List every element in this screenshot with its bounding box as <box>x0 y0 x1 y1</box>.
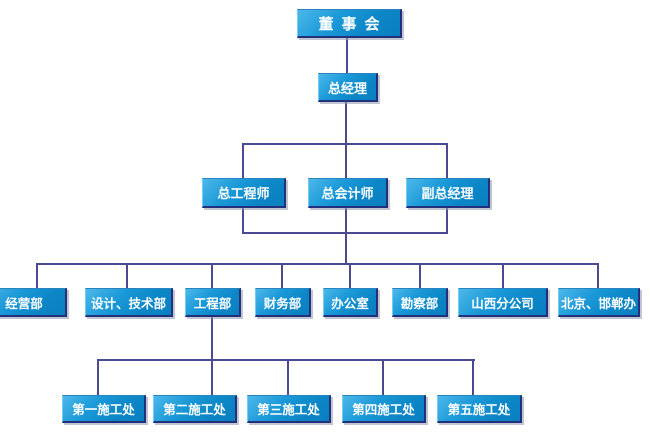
connector-l4-stub-survey <box>419 263 421 291</box>
connector-l5-stub-div5 <box>472 359 474 397</box>
connector-l4-bus <box>36 263 599 265</box>
org-node-board-of-directors: 董事会 <box>297 9 402 38</box>
org-node-construction-division-4: 第四施工处 <box>342 395 426 423</box>
org-node-survey-dept: 勘察部 <box>392 288 448 317</box>
connector-center-drop <box>345 208 347 265</box>
org-node-operations-dept: 经营部 <box>0 288 67 317</box>
org-node-chief-engineer: 总工程师 <box>202 178 286 208</box>
connector-board-to-gm <box>346 38 348 74</box>
connector-l3-stub-chief-accountant <box>345 143 347 180</box>
connector-l4-stub-beijing-handan <box>597 263 599 291</box>
org-node-design-tech-dept: 设计、技术部 <box>85 288 173 317</box>
connector-l3-stub-chief-engineer <box>242 143 244 180</box>
connector-l5-bus <box>97 359 475 361</box>
org-node-construction-division-2: 第二施工处 <box>153 395 237 423</box>
connector-l4-stub-operations <box>36 263 38 291</box>
org-node-finance-dept: 财务部 <box>255 288 311 317</box>
connector-l4-stub-shanxi <box>502 263 504 291</box>
org-node-deputy-general-manager: 副总经理 <box>406 178 490 208</box>
connector-merge-right <box>446 208 448 234</box>
org-node-construction-division-5: 第五施工处 <box>437 395 522 423</box>
connector-gm-drop <box>345 102 347 145</box>
connector-l4-stub-engineering <box>211 263 213 291</box>
org-node-beijing-handan-office: 北京、邯郸办 <box>558 288 640 317</box>
org-node-construction-division-3: 第三施工处 <box>247 395 331 423</box>
org-node-construction-division-1: 第一施工处 <box>62 395 146 423</box>
connector-l4-stub-office <box>349 263 351 291</box>
org-node-office: 办公室 <box>323 288 378 317</box>
connector-l4-stub-finance <box>281 263 283 291</box>
connector-l5-stub-div2 <box>211 359 213 397</box>
connector-l4-stub-design-tech <box>126 263 128 291</box>
org-node-chief-accountant: 总会计师 <box>308 178 388 208</box>
connector-l5-stub-div3 <box>287 359 289 397</box>
connector-l3-stub-deputy-gm <box>446 143 448 180</box>
connector-l5-stub-div1 <box>97 359 99 397</box>
connector-l5-stub-div4 <box>382 359 384 397</box>
org-node-engineering-dept: 工程部 <box>185 288 241 317</box>
org-node-shanxi-branch: 山西分公司 <box>458 288 548 317</box>
connector-merge-left <box>242 208 244 234</box>
connector-engineering-drop <box>211 317 213 361</box>
org-node-general-manager: 总经理 <box>318 73 378 102</box>
